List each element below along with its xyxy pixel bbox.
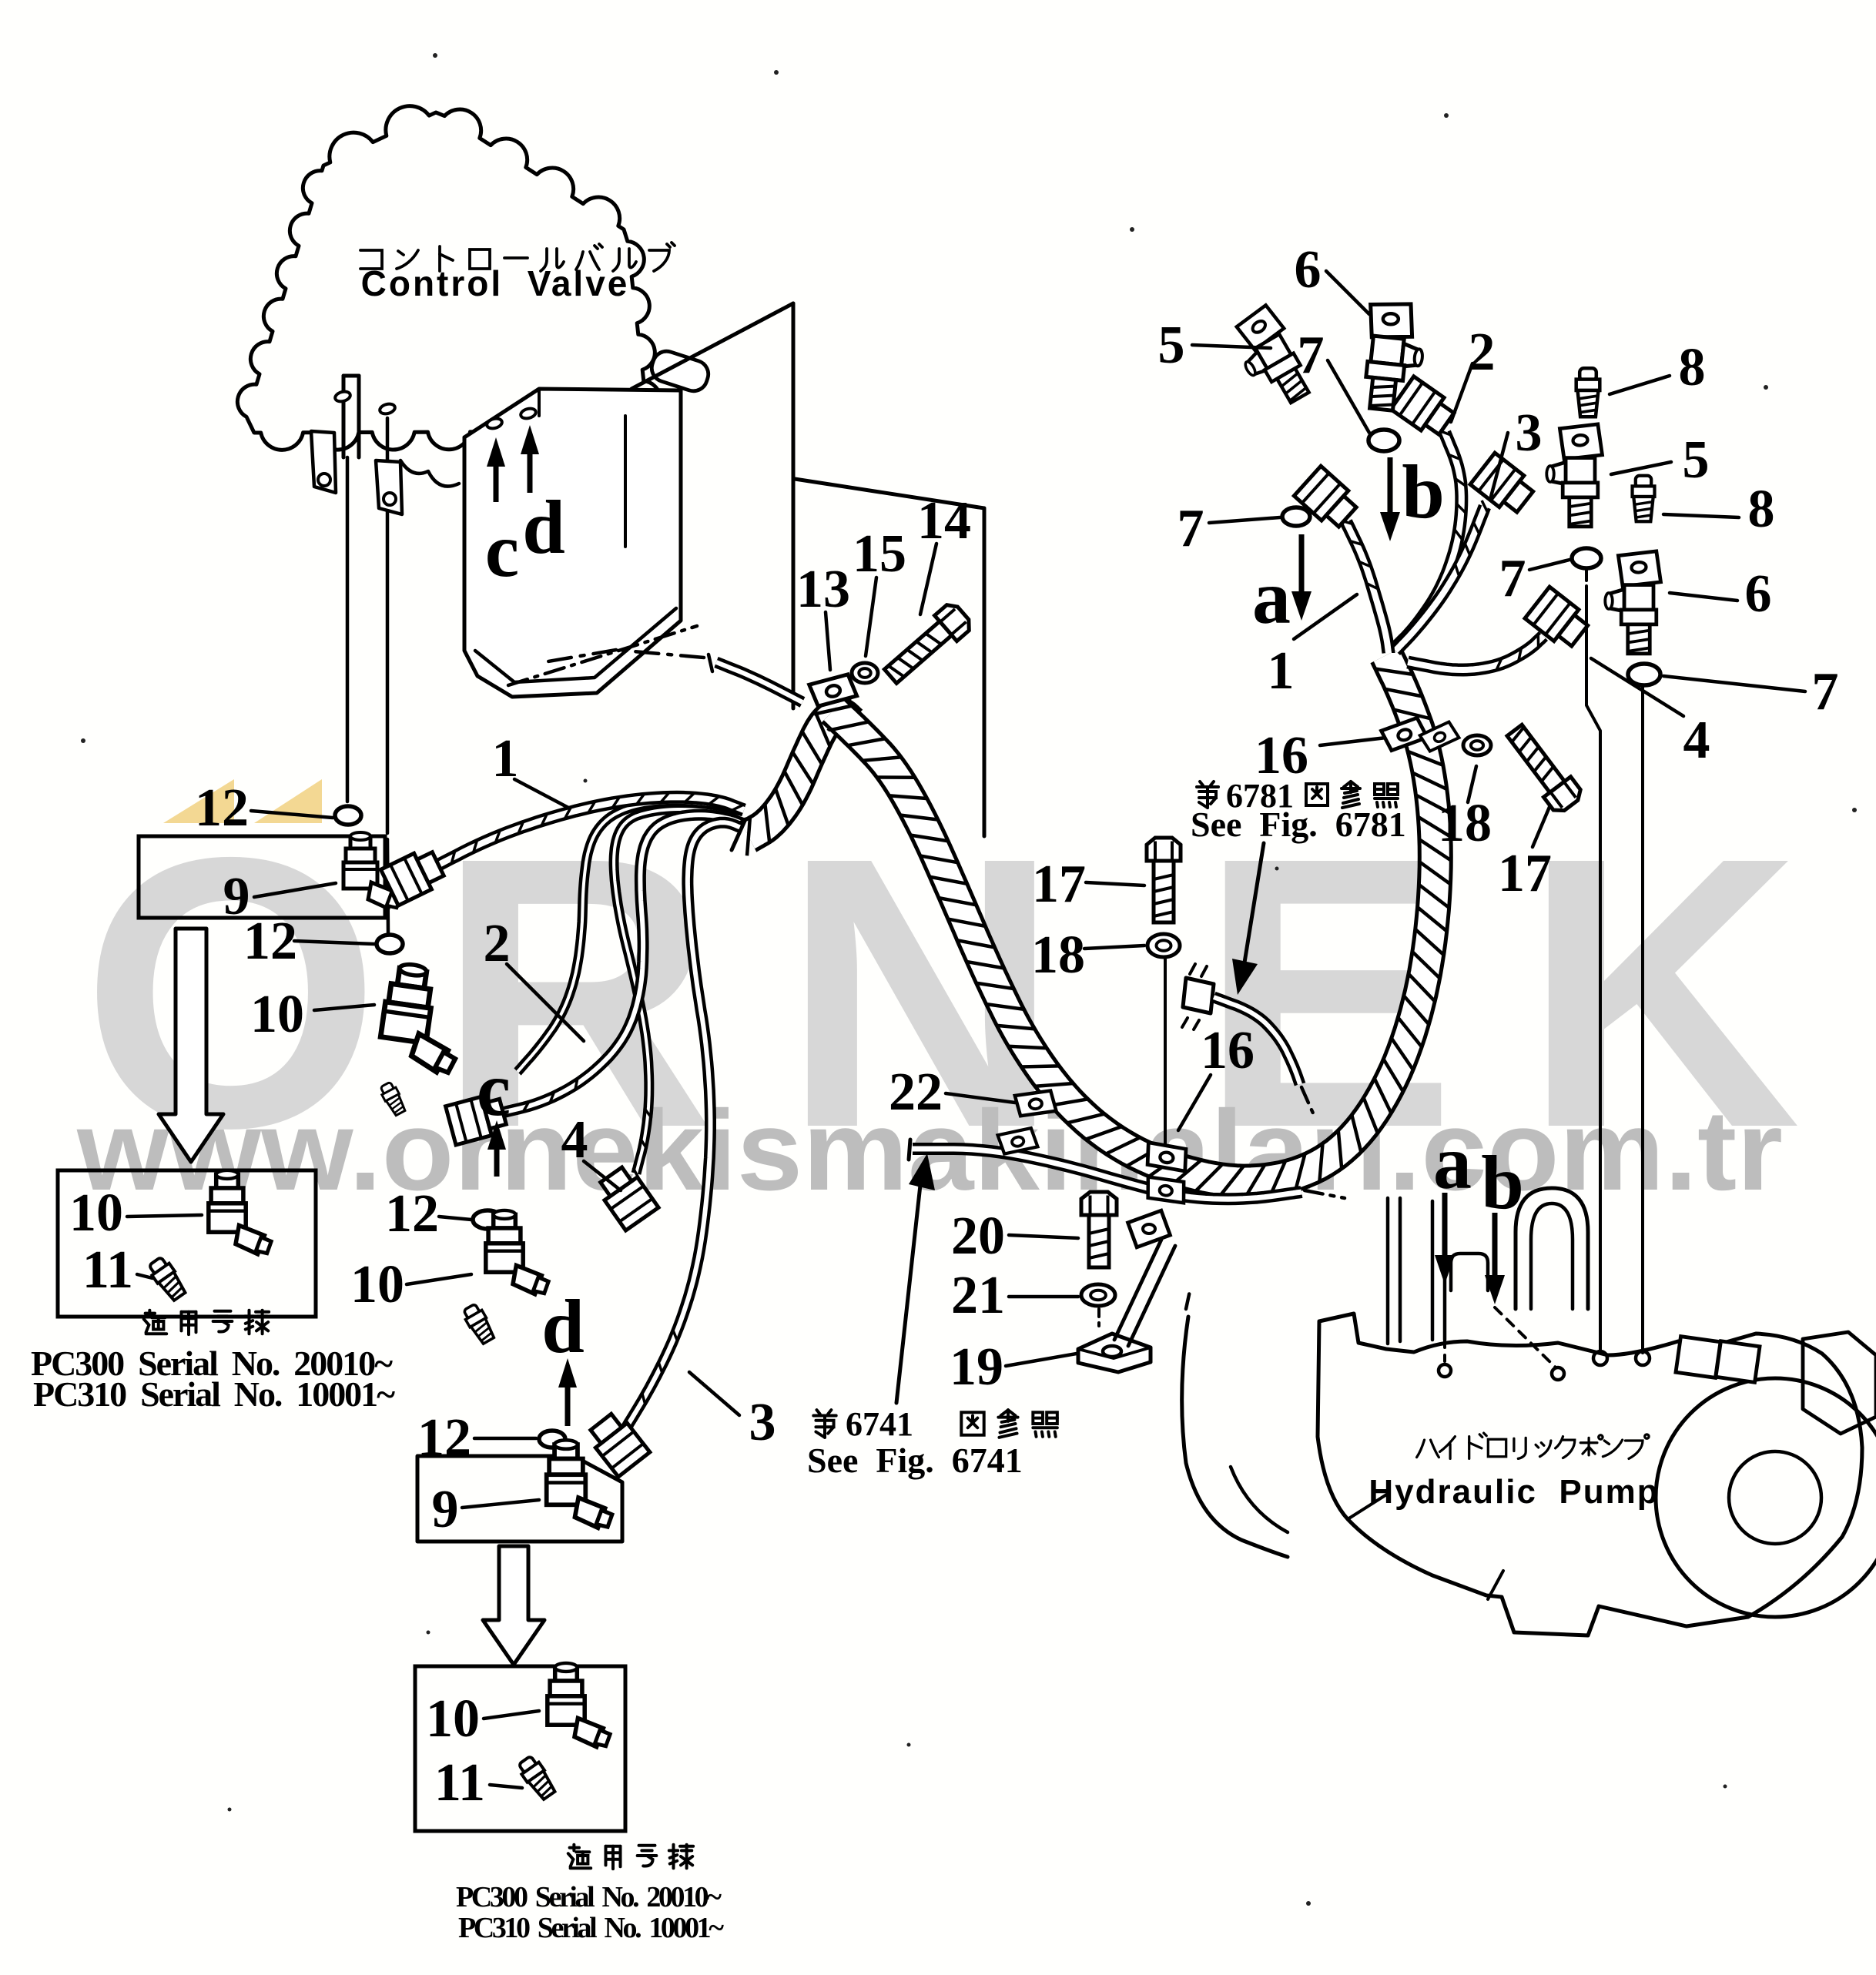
- svg-text:10: 10: [426, 1689, 480, 1749]
- svg-text:12: 12: [385, 1184, 439, 1244]
- svg-text:K: K: [1523, 777, 1801, 1207]
- svg-text:17: 17: [1032, 855, 1086, 914]
- svg-text:5: 5: [1158, 316, 1185, 375]
- svg-text:13: 13: [796, 560, 850, 619]
- svg-text:10: 10: [250, 985, 304, 1044]
- svg-text:22: 22: [889, 1063, 943, 1122]
- svg-text:1: 1: [1268, 641, 1295, 701]
- svg-text:6: 6: [1295, 240, 1322, 300]
- svg-text:a: a: [1252, 554, 1291, 640]
- svg-text:3: 3: [749, 1393, 776, 1452]
- svg-text:2: 2: [1469, 323, 1496, 382]
- svg-text:d: d: [522, 484, 565, 570]
- svg-text:18: 18: [1438, 794, 1492, 853]
- svg-text:Control Valve: Control Valve: [361, 263, 630, 303]
- svg-text:6741: 6741: [846, 1405, 913, 1443]
- svg-text:18: 18: [1031, 926, 1085, 985]
- svg-text:16: 16: [1201, 1021, 1255, 1080]
- svg-text:6781: 6781: [1226, 777, 1294, 815]
- svg-text:PC300 Serial No. 20010~: PC300 Serial No. 20010~: [31, 1344, 393, 1383]
- svg-text:PC310 Serial No. 10001~: PC310 Serial No. 10001~: [458, 1912, 724, 1944]
- svg-text:12: 12: [195, 778, 249, 838]
- svg-text:d: d: [541, 1284, 585, 1369]
- svg-text:19: 19: [950, 1337, 1003, 1397]
- svg-text:Hydraulic Pump: Hydraulic Pump: [1368, 1473, 1659, 1511]
- svg-text:b: b: [1481, 1140, 1524, 1225]
- svg-text:7: 7: [1298, 326, 1325, 385]
- svg-text:16: 16: [1255, 726, 1308, 785]
- svg-text:8: 8: [1748, 480, 1775, 539]
- svg-text:4: 4: [1683, 711, 1710, 770]
- svg-text:b: b: [1402, 449, 1445, 534]
- svg-text:9: 9: [432, 1480, 459, 1539]
- svg-text:6: 6: [1745, 564, 1772, 624]
- svg-text:See Fig. 6741: See Fig. 6741: [807, 1441, 1023, 1480]
- svg-text:3: 3: [1516, 403, 1543, 463]
- svg-text:15: 15: [853, 524, 906, 584]
- svg-text:10: 10: [69, 1183, 123, 1243]
- svg-text:See Fig. 6781: See Fig. 6781: [1191, 805, 1406, 844]
- svg-text:20: 20: [951, 1207, 1005, 1266]
- svg-text:10: 10: [350, 1255, 404, 1314]
- svg-text:9: 9: [223, 867, 250, 926]
- svg-text:7: 7: [1499, 549, 1526, 608]
- svg-text:7: 7: [1812, 662, 1839, 721]
- svg-text:PC300 Serial No. 20010~: PC300 Serial No. 20010~: [456, 1881, 722, 1913]
- svg-text:12: 12: [243, 912, 297, 971]
- svg-text:8: 8: [1679, 338, 1706, 397]
- svg-text:14: 14: [917, 491, 971, 551]
- svg-text:c: c: [485, 507, 519, 593]
- svg-text:17: 17: [1498, 844, 1552, 903]
- svg-text:O: O: [82, 777, 381, 1207]
- svg-text:12: 12: [417, 1408, 471, 1468]
- svg-text:11: 11: [434, 1753, 485, 1813]
- svg-text:7: 7: [1178, 499, 1204, 558]
- svg-text:5: 5: [1683, 430, 1710, 490]
- svg-text:21: 21: [951, 1266, 1005, 1325]
- svg-text:a: a: [1433, 1120, 1472, 1205]
- svg-text:PC310 Serial No. 10001~: PC310 Serial No. 10001~: [33, 1374, 395, 1414]
- svg-text:c: c: [477, 1046, 511, 1132]
- svg-text:11: 11: [82, 1240, 133, 1300]
